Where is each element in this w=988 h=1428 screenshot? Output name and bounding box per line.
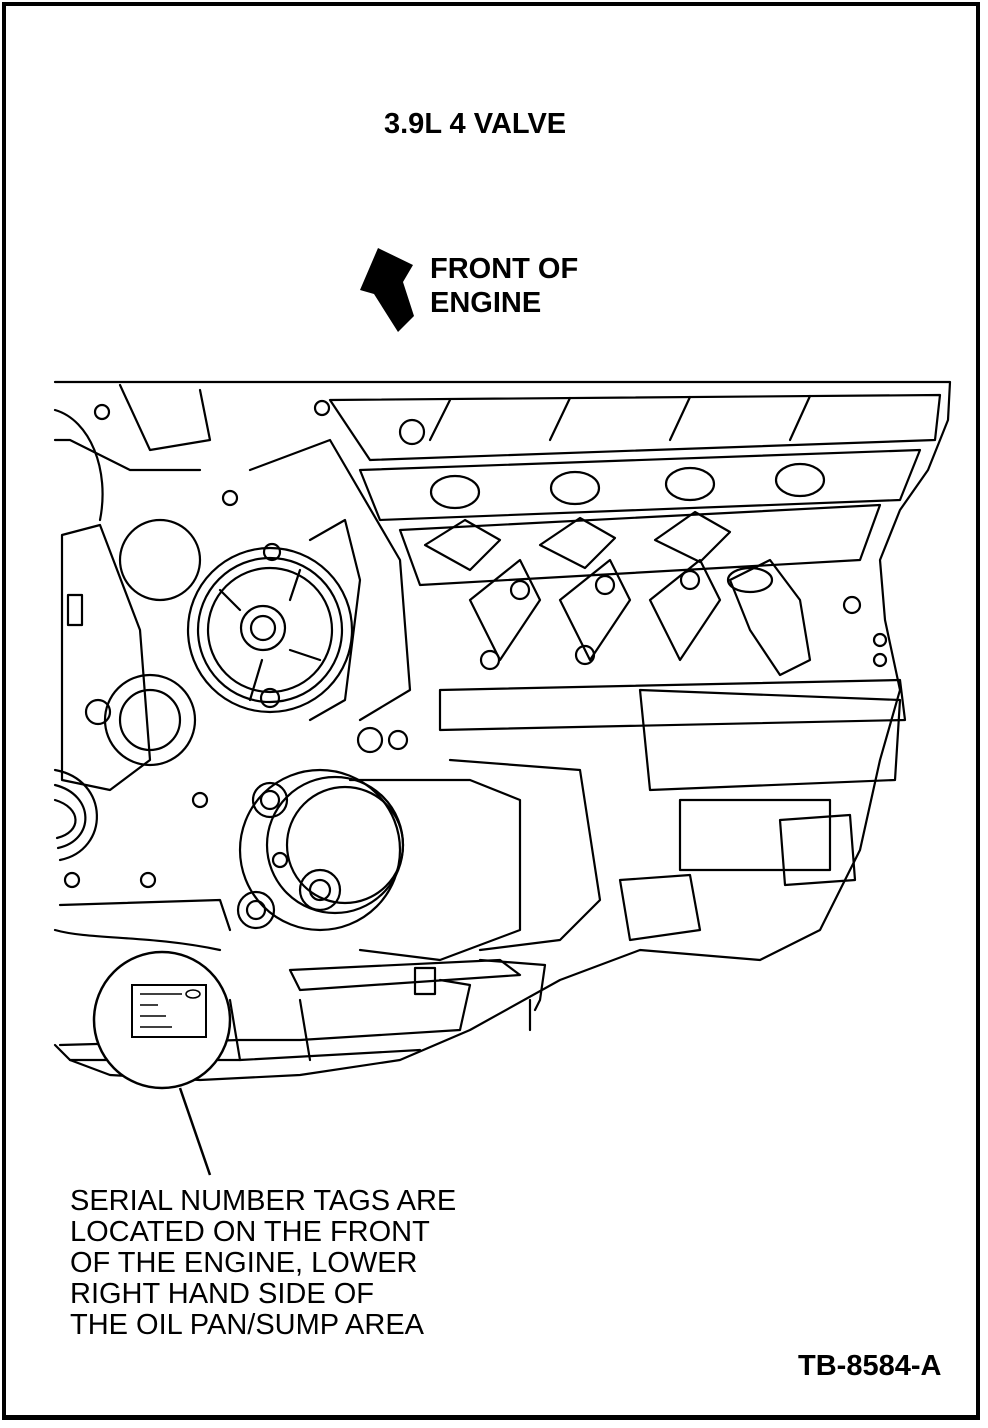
figure-reference: TB-8584-A <box>798 1350 942 1382</box>
front-direction-arrow <box>360 248 414 332</box>
caption-line-4: RIGHT HAND SIDE OF <box>70 1278 374 1310</box>
caption-line-5: THE OIL PAN/SUMP AREA <box>70 1309 425 1341</box>
valve-cover <box>328 393 942 671</box>
coolant-outlet <box>726 558 862 677</box>
intake-runners <box>438 558 907 887</box>
lower-brackets <box>288 873 702 1032</box>
front-label-line-1: FRONT OF <box>430 253 579 285</box>
ac-compressor <box>236 758 602 962</box>
engine-block <box>53 383 232 952</box>
serial-number-caption: SERIAL NUMBER TAGS ARE LOCATED ON THE FR… <box>70 1186 456 1341</box>
caption-line-1: SERIAL NUMBER TAGS ARE <box>70 1185 457 1217</box>
front-of-engine-label: FRONT OF ENGINE <box>430 252 578 320</box>
caption-line-3: OF THE ENGINE, LOWER <box>70 1247 418 1279</box>
diagram-title: 3.9L 4 VALVE <box>384 108 567 140</box>
front-label-line-2: ENGINE <box>430 287 542 319</box>
engine-outline <box>53 380 952 1082</box>
crank-pulley <box>53 403 111 862</box>
bolts <box>63 399 888 889</box>
caption-line-2: LOCATED ON THE FRONT <box>70 1216 430 1248</box>
belt-tensioner <box>60 518 202 792</box>
serial-tag-callout <box>92 950 232 1176</box>
upper-pulley <box>186 438 412 722</box>
